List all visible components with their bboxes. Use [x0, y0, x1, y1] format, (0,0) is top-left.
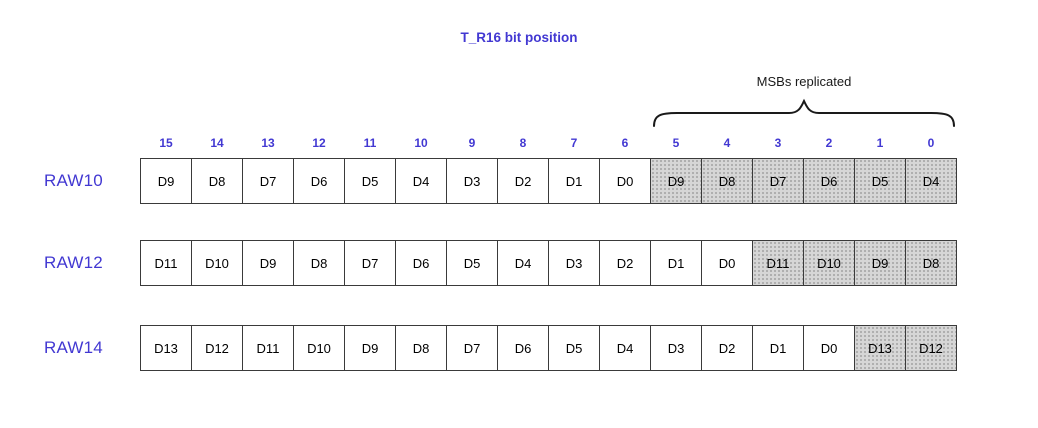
bit-cell: D11 [140, 240, 192, 286]
bit-cell: D1 [548, 158, 600, 204]
bit-cell-replicated: D9 [854, 240, 906, 286]
bit-cell-replicated: D8 [905, 240, 957, 286]
bit-cell: D12 [191, 325, 243, 371]
bit-cell-replicated: D12 [905, 325, 957, 371]
bit-position-label: 2 [825, 136, 833, 150]
bit-cell: D7 [446, 325, 498, 371]
row-label-raw10: RAW10 [44, 171, 103, 190]
bit-cell: D0 [701, 240, 753, 286]
bit-cell-replicated: D13 [854, 325, 906, 371]
bit-cell: D4 [395, 158, 447, 204]
bit-cell-replicated: D4 [905, 158, 957, 204]
bit-cell-replicated: D8 [701, 158, 753, 204]
bit-cell: D2 [599, 240, 651, 286]
bit-cell: D4 [599, 325, 651, 371]
bit-position-label: 15 [159, 136, 173, 150]
bit-cell: D5 [344, 158, 396, 204]
bit-cell: D6 [497, 325, 549, 371]
bit-cell: D8 [191, 158, 243, 204]
bit-position-label: 7 [570, 136, 578, 150]
bit-cell: D8 [293, 240, 345, 286]
bit-position-label: 4 [723, 136, 731, 150]
bit-position-label: 0 [927, 136, 935, 150]
bit-position-label: 11 [363, 136, 377, 150]
bit-cell-replicated: D9 [650, 158, 702, 204]
bit-cell-replicated: D6 [803, 158, 855, 204]
row-label-raw14: RAW14 [44, 338, 103, 357]
bit-position-label: 6 [621, 136, 629, 150]
bit-cell: D0 [599, 158, 651, 204]
bit-position-label: 5 [672, 136, 680, 150]
bit-position-label: 9 [468, 136, 476, 150]
bit-cell: D3 [650, 325, 702, 371]
bit-cell: D2 [497, 158, 549, 204]
bit-cell: D3 [446, 158, 498, 204]
bit-cell-replicated: D11 [752, 240, 804, 286]
bit-position-label: 13 [261, 136, 275, 150]
bit-position-label: 12 [312, 136, 326, 150]
row-label-raw12: RAW12 [44, 253, 103, 272]
bit-cell: D11 [242, 325, 294, 371]
bit-cell: D1 [650, 240, 702, 286]
bit-cell: D1 [752, 325, 804, 371]
bit-cell: D8 [395, 325, 447, 371]
curly-brace-icon [653, 98, 955, 127]
bit-cell-replicated: D10 [803, 240, 855, 286]
bit-cell: D10 [191, 240, 243, 286]
bit-cell-replicated: D5 [854, 158, 906, 204]
bit-cell: D2 [701, 325, 753, 371]
bit-position-label: 1 [876, 136, 884, 150]
bit-cell: D6 [395, 240, 447, 286]
bit-cell: D0 [803, 325, 855, 371]
diagram-title: T_R16 bit position [460, 30, 578, 45]
bit-cell: D9 [242, 240, 294, 286]
bit-position-label: 3 [774, 136, 782, 150]
bit-cell: D6 [293, 158, 345, 204]
bit-cell: D10 [293, 325, 345, 371]
bit-cell: D7 [242, 158, 294, 204]
bit-cell: D4 [497, 240, 549, 286]
bit-cell: D5 [548, 325, 600, 371]
bit-cell: D5 [446, 240, 498, 286]
bit-position-label: 10 [414, 136, 428, 150]
bit-cell: D9 [344, 325, 396, 371]
bit-cell: D3 [548, 240, 600, 286]
bit-cell-replicated: D7 [752, 158, 804, 204]
bit-cell: D13 [140, 325, 192, 371]
bit-position-label: 14 [210, 136, 224, 150]
msbs-replicated-label: MSBs replicated [756, 74, 852, 89]
bit-position-label: 8 [519, 136, 527, 150]
bit-cell: D7 [344, 240, 396, 286]
bit-cell: D9 [140, 158, 192, 204]
